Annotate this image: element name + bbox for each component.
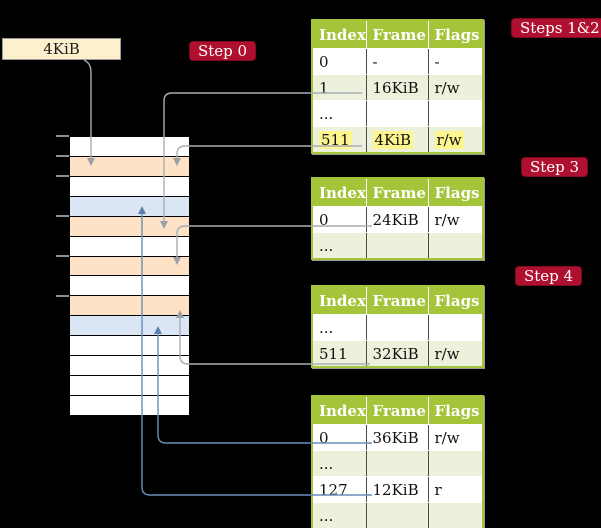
column-header-frame: Frame	[366, 396, 429, 425]
table-row-recursive-entry: 511 4KiB r/w	[312, 126, 483, 153]
column-header-frame: Frame	[366, 178, 429, 207]
table-header-row: Index Frame Flags	[312, 396, 483, 425]
cell-frame	[366, 100, 429, 127]
cell-index: 127	[312, 476, 367, 503]
cell-frame: -	[366, 48, 429, 75]
memory-row-table	[70, 296, 189, 317]
column-header-index: Index	[312, 178, 367, 207]
cell-index: ...	[312, 502, 367, 528]
cell-index: 1	[312, 74, 367, 101]
cell-frame: 36KiB	[366, 424, 429, 451]
memory-row-table	[70, 156, 189, 177]
highlighted-value: r/w	[434, 130, 464, 149]
cell-flags: r/w	[428, 340, 483, 367]
cell-index: ...	[312, 232, 367, 259]
table-row: 127 12KiB r	[312, 476, 483, 503]
column-header-index: Index	[312, 396, 367, 425]
memory-row-free	[70, 395, 189, 415]
cell-index: ...	[312, 100, 367, 127]
table-row: ...	[312, 100, 483, 127]
cell-flags: r/w	[428, 424, 483, 451]
table-header-row: Index Frame Flags	[312, 178, 483, 207]
table-header-row: Index Frame Flags	[312, 286, 483, 315]
level-1-page-table: Index Frame Flags 0 36KiB r/w ... 127 12…	[311, 395, 484, 528]
memory-row-page	[70, 196, 189, 217]
table-row: ...	[312, 314, 483, 341]
column-header-flags: Flags	[428, 396, 483, 425]
cell-frame	[366, 450, 429, 477]
cell-flags	[428, 232, 483, 259]
memory-tick	[56, 255, 69, 257]
cell-frame: 12KiB	[366, 476, 429, 503]
memory-row-free	[70, 176, 189, 197]
highlighted-value: 511	[319, 130, 352, 149]
memory-tick	[56, 295, 69, 297]
level-4-page-table: Index Frame Flags 0 - - 1 16KiB r/w ... …	[311, 19, 484, 154]
column-header-flags: Flags	[428, 178, 483, 207]
memory-row-table	[70, 256, 189, 277]
cell-flags: r/w	[428, 126, 483, 153]
memory-tick	[56, 155, 69, 157]
table-row: ...	[312, 450, 483, 477]
level-3-page-table: Index Frame Flags 0 24KiB r/w ...	[311, 177, 484, 260]
memory-row-free	[70, 376, 189, 396]
memory-row-free	[70, 336, 189, 357]
table-row: ...	[312, 232, 483, 259]
memory-row-free	[70, 276, 189, 297]
table-row: 0 36KiB r/w	[312, 424, 483, 451]
physical-memory-column	[69, 136, 190, 416]
cell-frame	[366, 232, 429, 259]
cell-frame	[366, 502, 429, 528]
memory-row-table	[70, 216, 189, 237]
column-header-index: Index	[312, 286, 367, 315]
memory-row-free	[70, 236, 189, 257]
table-header-row: Index Frame Flags	[312, 20, 483, 49]
cell-index: 0	[312, 206, 367, 233]
badge-steps-1-2: Steps 1&2	[511, 18, 601, 38]
cell-frame	[366, 314, 429, 341]
cell-flags: -	[428, 48, 483, 75]
memory-row-page	[70, 316, 189, 337]
memory-row-free	[70, 137, 189, 157]
cell-flags: r	[428, 476, 483, 503]
memory-tick	[56, 175, 69, 177]
cell-index: ...	[312, 314, 367, 341]
column-header-frame: Frame	[366, 20, 429, 49]
table-row: 0 - -	[312, 48, 483, 75]
cell-flags	[428, 314, 483, 341]
column-header-frame: Frame	[366, 286, 429, 315]
cell-flags: r/w	[428, 206, 483, 233]
table-row: 511 32KiB r/w	[312, 340, 483, 367]
cell-flags	[428, 502, 483, 528]
cell-flags: r/w	[428, 74, 483, 101]
cell-flags	[428, 450, 483, 477]
memory-row-free	[70, 356, 189, 377]
cell-flags	[428, 100, 483, 127]
cell-frame: 4KiB	[366, 126, 429, 153]
table-row: 0 24KiB r/w	[312, 206, 483, 233]
cell-index: 0	[312, 424, 367, 451]
cell-frame: 16KiB	[366, 74, 429, 101]
cell-frame: 24KiB	[366, 206, 429, 233]
highlighted-value: 4KiB	[372, 130, 414, 149]
badge-step-3: Step 3	[521, 157, 589, 177]
cell-frame: 32KiB	[366, 340, 429, 367]
memory-tick	[56, 135, 69, 137]
cell-index: ...	[312, 450, 367, 477]
frame-address-label: 4KiB	[2, 38, 121, 60]
memory-tick	[56, 215, 69, 217]
level-2-page-table: Index Frame Flags ... 511 32KiB r/w	[311, 285, 484, 368]
cell-index: 511	[312, 126, 367, 153]
badge-step-4: Step 4	[515, 266, 583, 286]
badge-step-0: Step 0	[189, 41, 257, 61]
cell-index: 511	[312, 340, 367, 367]
table-row: ...	[312, 502, 483, 528]
column-header-index: Index	[312, 20, 367, 49]
table-row: 1 16KiB r/w	[312, 74, 483, 101]
column-header-flags: Flags	[428, 20, 483, 49]
column-header-flags: Flags	[428, 286, 483, 315]
cell-index: 0	[312, 48, 367, 75]
